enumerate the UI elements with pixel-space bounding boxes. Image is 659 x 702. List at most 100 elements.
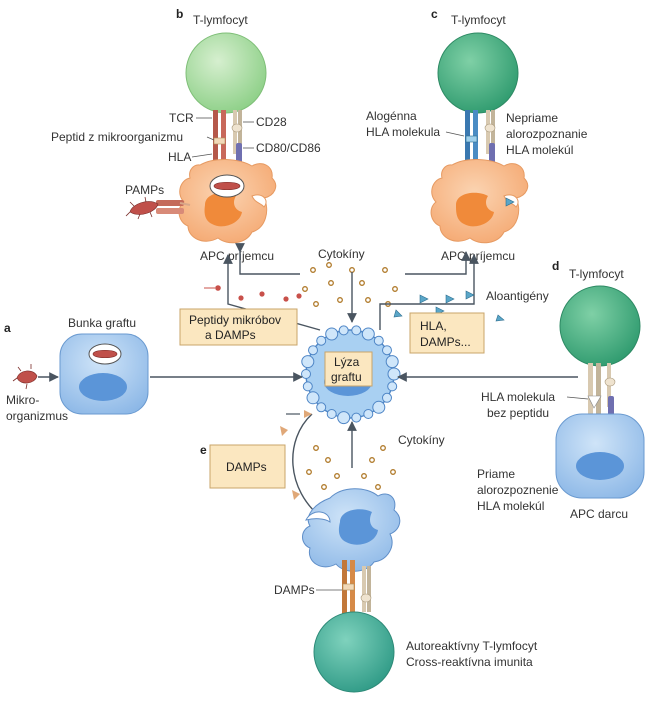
label-damps-e: DAMPs [274, 583, 315, 597]
label-direct-line1: Priame [477, 467, 515, 481]
label-t-lymphocyte-c: T-lymfocyt [451, 13, 506, 27]
microbe-in-phagosome-b-icon [213, 181, 241, 191]
cytokine-dots-bottom [306, 445, 396, 490]
membrane-bleb [387, 367, 401, 381]
label-direct-line2: alorozpoznenie [477, 483, 559, 497]
arrow-apc-b-to-cytokines [235, 243, 300, 275]
box-damps [209, 444, 286, 489]
label-microbe-line1: Mikro- [6, 393, 39, 407]
graft-intracellular-microbe-icon [92, 349, 118, 359]
label-cd80-cd86: CD80/CD86 [256, 141, 321, 155]
label-hla-no-peptide-line1: HLA molekula [481, 390, 555, 404]
panel-label-e: e [200, 443, 207, 457]
microbe-b-icon [129, 201, 159, 215]
receptor-complex-b [213, 110, 243, 163]
membrane-bleb [373, 335, 384, 346]
membrane-bleb [372, 400, 386, 414]
box-hla-damps [409, 312, 485, 354]
membrane-bleb [306, 391, 320, 405]
cytokine-dots-top [302, 262, 398, 307]
membrane-bleb [325, 327, 339, 341]
label-allo-hla-line1: Alogénna [366, 109, 417, 123]
receptor-complex-e [342, 560, 372, 618]
membrane-bleb [361, 327, 375, 341]
arrow-lysis-to-apc-c [379, 254, 479, 330]
arrow-lysis-to-apc-e [292, 413, 323, 519]
box-peptides-line1: Peptidy mikróbov [189, 313, 281, 327]
microbe-a-icon [16, 370, 38, 384]
label-apc-donor: APC darcu [570, 507, 628, 521]
panel-label-c: c [431, 7, 438, 21]
box-damps-label: DAMPs [226, 460, 267, 474]
pamp-receptor [156, 200, 191, 214]
apc-e-pocket [305, 511, 331, 523]
receptor-complex-d [587, 363, 616, 419]
label-pamps: PAMPs [125, 183, 164, 197]
box-hla-damps-line1: HLA, [420, 319, 447, 333]
receptor-complex-c [465, 110, 496, 164]
box-hla-damps-line2: DAMPs... [420, 335, 471, 349]
membrane-bleb [308, 345, 318, 356]
membrane-bleb [385, 355, 399, 369]
label-autoreactive-line1: Autoreaktívny T-lymfocyt [406, 639, 538, 653]
label-graft-cell: Bunka graftu [68, 316, 136, 330]
label-direct-line3: HLA molekúl [477, 499, 544, 513]
label-autoreactive-line2: Cross-reaktívna imunita [406, 655, 533, 669]
microbe-peptides [204, 285, 302, 302]
label-microbe-line2: organizmus [6, 409, 68, 423]
label-indirect-line1: Nepriame [506, 111, 558, 125]
box-lysis-line1: Lýza [334, 355, 360, 369]
membrane-bleb [351, 325, 362, 336]
membrane-bleb [301, 369, 311, 379]
label-apc-recipient-c: APC príjemcu [441, 249, 515, 263]
label-tcr: TCR [169, 111, 194, 125]
box-peptides-damps [179, 308, 298, 346]
membrane-bleb [387, 381, 398, 392]
apc-nucleus-c [456, 192, 494, 227]
membrane-bleb [316, 402, 327, 413]
microbe-a-flagella [12, 364, 32, 390]
label-peptide-microbe: Peptid z mikroorganizmu [51, 130, 183, 144]
membrane-bleb [316, 335, 327, 346]
apc-e-nucleus [338, 509, 378, 545]
apc-nucleus-b [204, 192, 242, 227]
label-hla-no-peptide-line2: bez peptidu [487, 406, 549, 420]
apc-donor-nucleus [576, 452, 624, 480]
membrane-bleb [351, 412, 362, 423]
membrane-bleb [382, 345, 392, 356]
alloantigen-triangles [393, 290, 505, 322]
panel-label-d: d [552, 259, 559, 273]
membrane-bleb [301, 355, 315, 369]
label-t-lymphocyte-b: T-lymfocyt [193, 13, 248, 27]
panel-label-b: b [176, 7, 183, 21]
box-lysis-line2: graftu [331, 370, 362, 384]
t-lymphocyte-c [437, 32, 519, 114]
label-allo-hla-line2: HLA molekula [366, 125, 440, 139]
arrow-cytokines-to-apc-c [405, 251, 471, 275]
microbe-b-flagella [125, 196, 153, 220]
apc-pocket-b [251, 194, 267, 208]
label-cd28: CD28 [256, 115, 287, 129]
graft-cell-nucleus [79, 373, 127, 401]
label-hla-b: HLA [168, 150, 191, 164]
label-alloantigens: Aloantigény [486, 289, 549, 303]
label-cytokines-top: Cytokíny [318, 247, 365, 261]
box-graft-lysis [324, 351, 373, 387]
label-cytokines-bottom: Cytokíny [398, 433, 445, 447]
membrane-bleb [382, 392, 392, 403]
membrane-bleb [326, 409, 337, 419]
label-indirect-line3: HLA molekúl [506, 143, 573, 157]
membrane-bleb [338, 325, 349, 336]
membrane-bleb [363, 409, 374, 419]
membrane-bleb [302, 381, 313, 392]
t-lymphocyte-b [185, 32, 267, 114]
alloantigen-c [505, 197, 515, 207]
membrane-bleb [337, 411, 351, 425]
label-apc-recipient-b: APC príjemcu [200, 249, 274, 263]
label-indirect-line2: alorozpoznanie [506, 127, 588, 141]
box-peptides-line2: a DAMPs [205, 328, 256, 342]
t-lymphocyte-d [559, 285, 641, 367]
label-t-lymphocyte-d: T-lymfocyt [569, 267, 624, 281]
panel-label-a: a [4, 321, 11, 335]
